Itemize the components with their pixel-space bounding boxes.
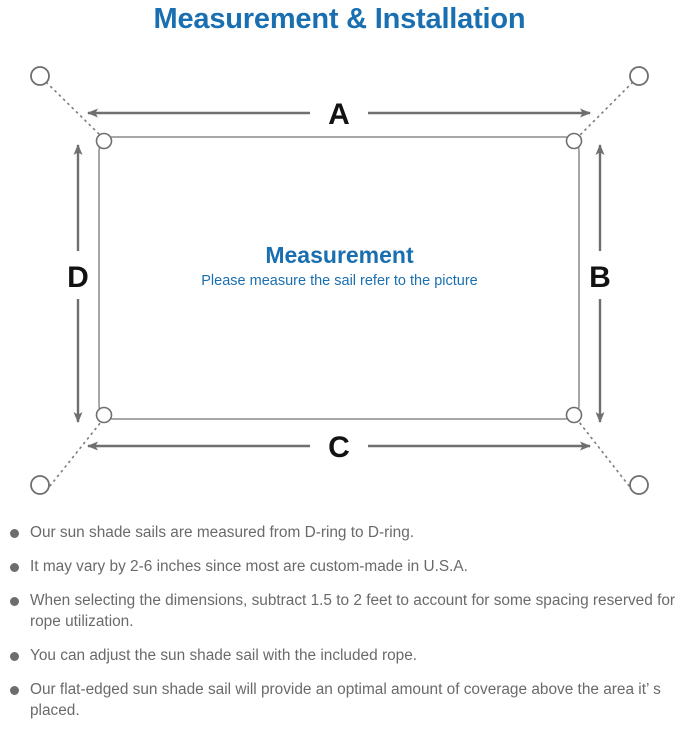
bullet-icon — [10, 686, 19, 695]
page-title: Measurement & Installation — [153, 3, 526, 35]
rope-bottom-left — [45, 421, 102, 492]
dimension-d-label: D — [67, 261, 89, 294]
bullet-icon — [10, 529, 19, 538]
anchor-bottom-left-icon — [30, 475, 50, 495]
note-text: Our flat-edged sun shade sail will provi… — [30, 681, 661, 719]
d-rings — [95, 132, 583, 424]
bullet-icon — [10, 597, 19, 606]
d-ring-top-left-icon — [95, 132, 113, 150]
rope-bottom-right — [578, 421, 634, 492]
note-text: It may vary by 2-6 inches since most are… — [30, 558, 468, 575]
anchor-top-right-icon — [629, 66, 649, 86]
note-text: You can adjust the sun shade sail with t… — [30, 647, 418, 664]
list-item: You can adjust the sun shade sail with t… — [0, 645, 679, 666]
note-text: When selecting the dimensions, subtract … — [30, 592, 676, 630]
d-ring-bottom-right-icon — [565, 406, 583, 424]
list-item: Our flat-edged sun shade sail will provi… — [0, 679, 679, 721]
note-text: Our sun shade sails are measured from D-… — [30, 524, 415, 541]
anchor-circles — [30, 66, 649, 495]
bullet-icon — [10, 652, 19, 661]
bullet-icon — [10, 563, 19, 572]
list-item: It may vary by 2-6 inches since most are… — [0, 556, 679, 577]
measurement-diagram: A C D B — [0, 44, 679, 514]
notes-list: Our sun shade sails are measured from D-… — [0, 522, 679, 734]
rope-top-right — [578, 81, 634, 137]
anchor-bottom-right-icon — [629, 475, 649, 495]
sail-body — [98, 136, 580, 420]
anchor-top-left-icon — [30, 66, 50, 86]
list-item: When selecting the dimensions, subtract … — [0, 590, 679, 632]
dimension-b-label: B — [589, 261, 611, 294]
dimension-c-label: C — [328, 431, 350, 464]
dimension-a-label: A — [328, 98, 350, 131]
d-ring-bottom-left-icon — [95, 406, 113, 424]
d-ring-top-right-icon — [565, 132, 583, 150]
rope-lines — [45, 81, 634, 492]
list-item: Our sun shade sails are measured from D-… — [0, 522, 679, 543]
rope-top-left — [45, 81, 102, 137]
